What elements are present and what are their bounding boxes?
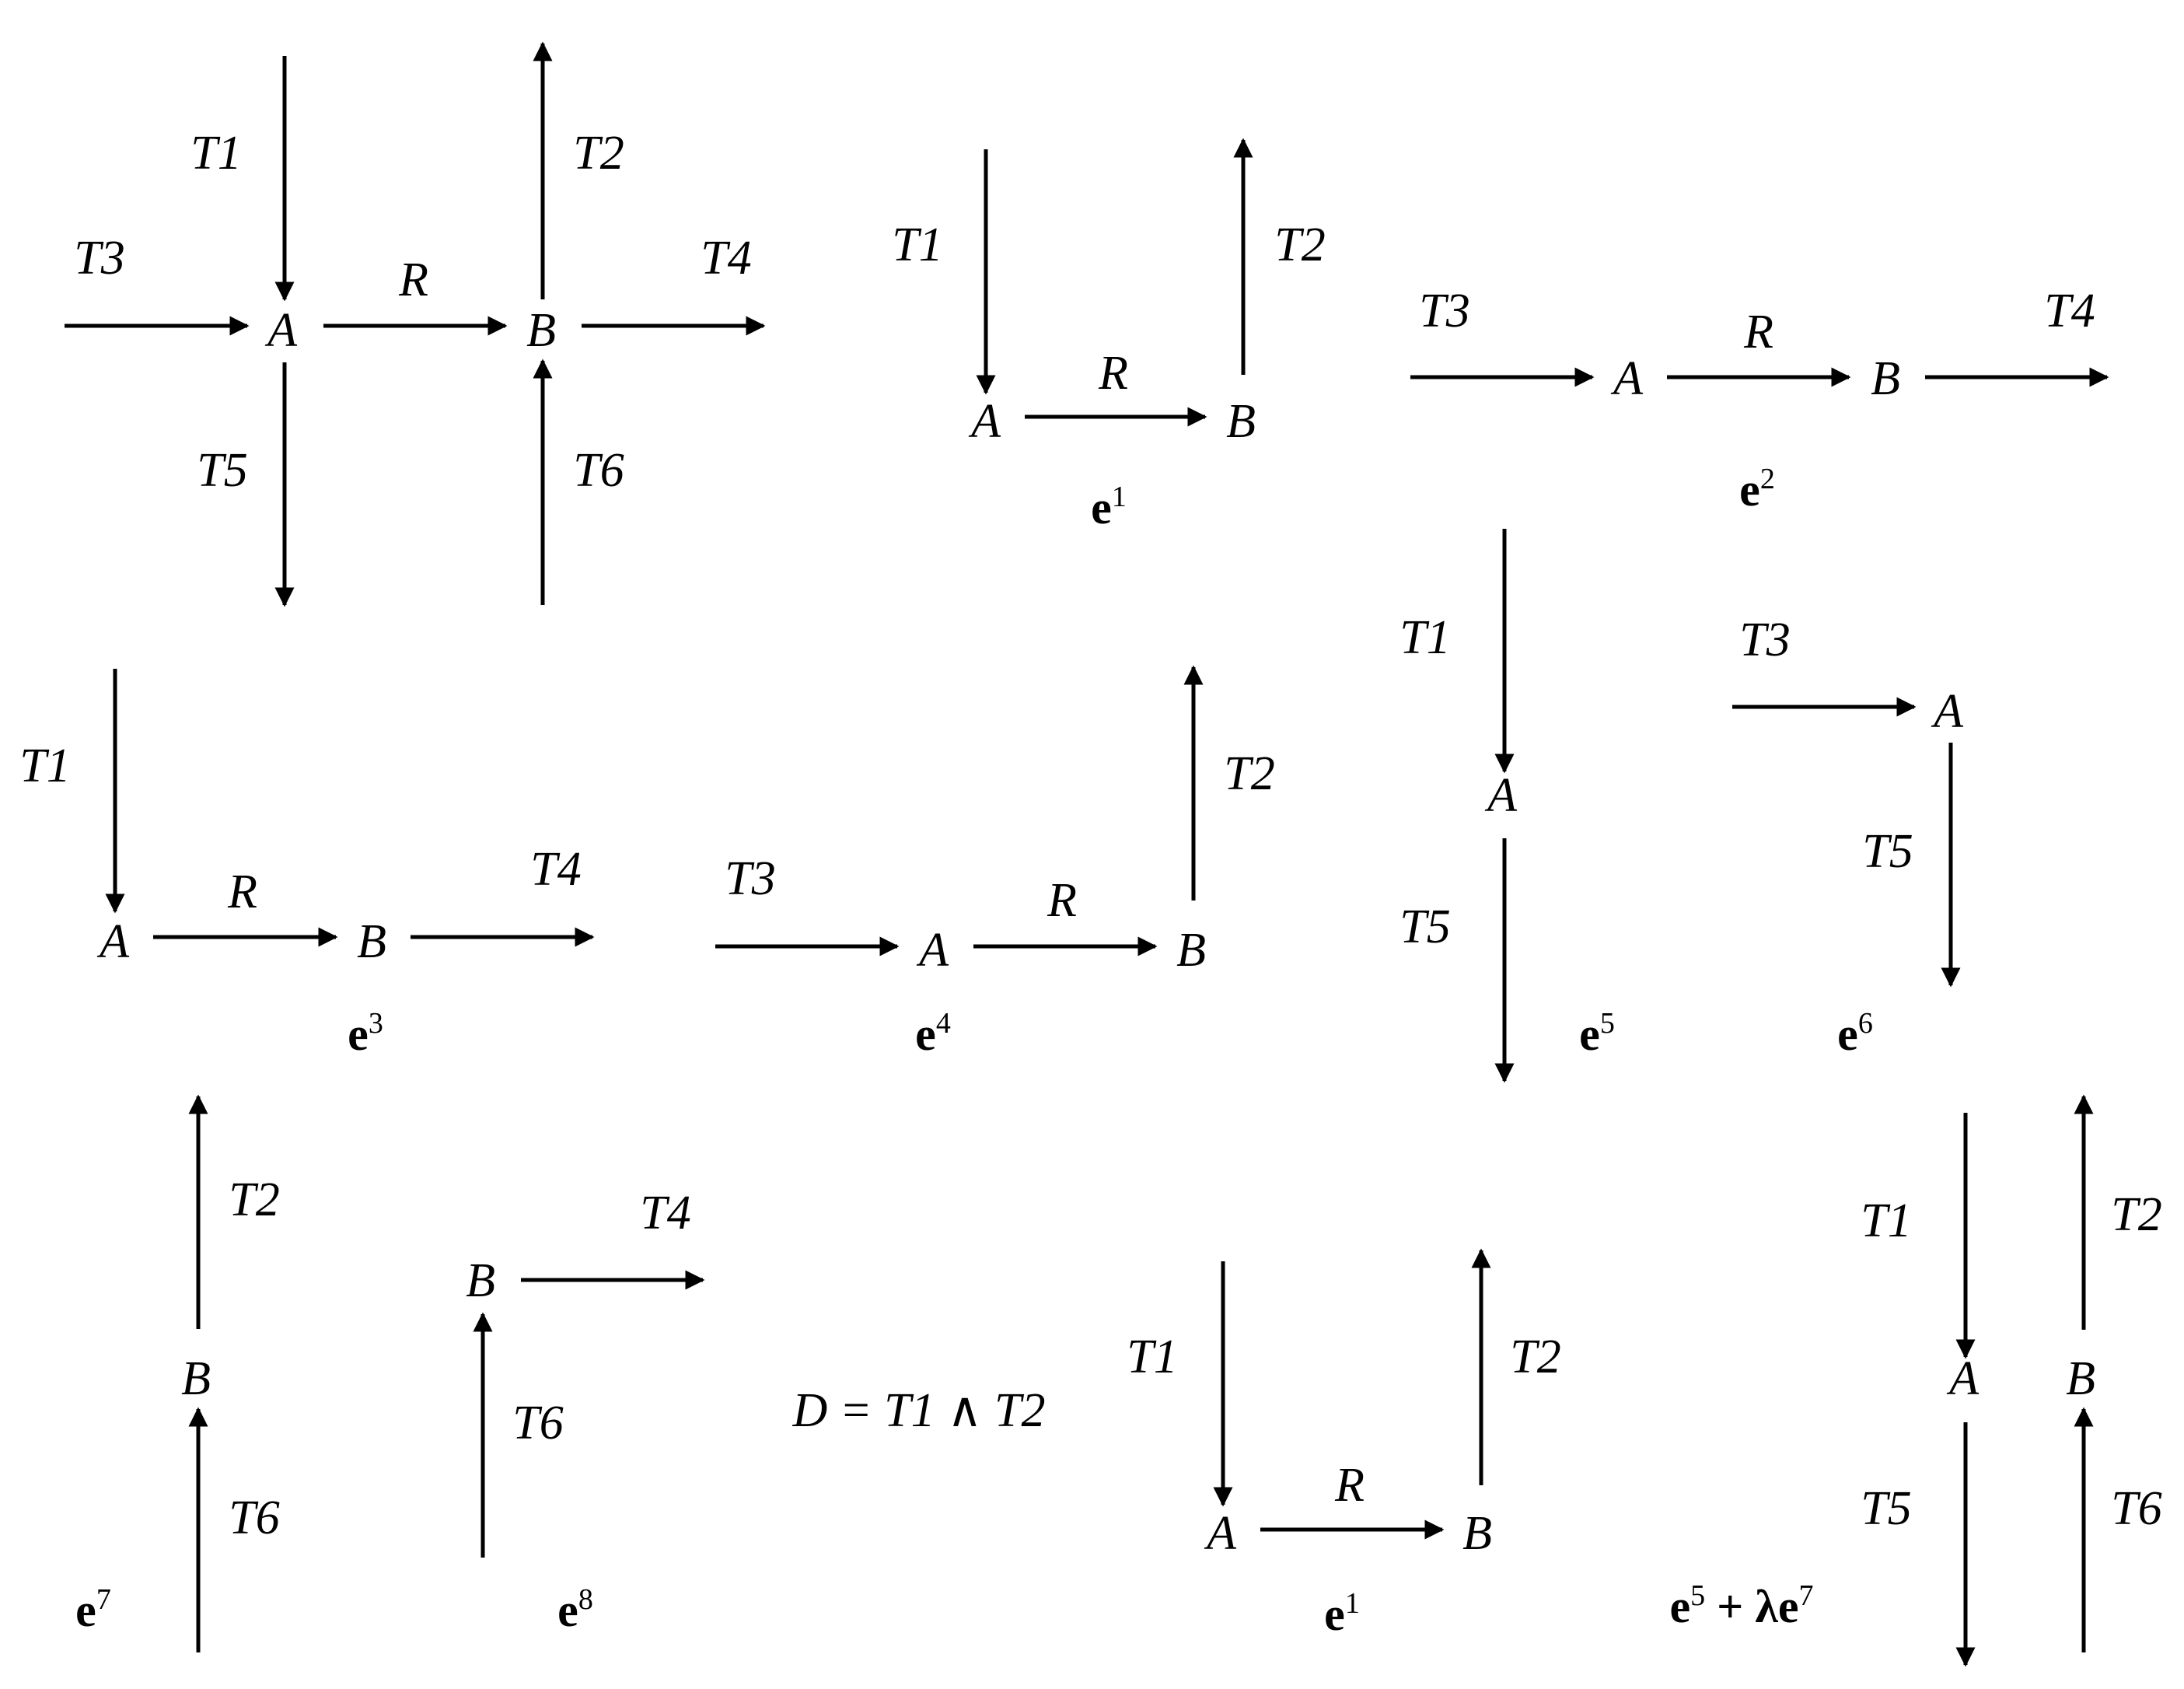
edge-label-t5: T5 bbox=[1862, 825, 1913, 878]
edge-label-t2: T2 bbox=[1274, 219, 1325, 271]
node-A: A bbox=[1204, 1507, 1237, 1560]
diagram-full bbox=[65, 41, 766, 607]
diagram-e1-bottom-labels: T1 T2R A Be1​ bbox=[1127, 1331, 1560, 1640]
edge-label-t2: T2 bbox=[229, 1173, 279, 1226]
diagram-e6 bbox=[1732, 697, 1961, 988]
edge-label-t5: T5 bbox=[197, 444, 247, 497]
edge-label-t3: T3 bbox=[1419, 285, 1469, 337]
formula-d: D = T1 ∧ T2 bbox=[792, 1384, 1046, 1437]
caption-e3: e3​ bbox=[348, 1007, 383, 1060]
diagram-e3 bbox=[105, 669, 595, 947]
edge-label-r: R bbox=[1047, 874, 1077, 927]
diagram-e5-plus-lambda-e7 bbox=[1955, 1094, 2094, 1667]
edge-label-t1: T1 bbox=[190, 127, 241, 180]
edge-label-t2: T2 bbox=[2111, 1188, 2161, 1241]
edge-label-t3: T3 bbox=[1739, 614, 1790, 666]
node-B: B bbox=[466, 1254, 495, 1307]
node-B: B bbox=[1226, 395, 1256, 448]
edge-label-t6: T6 bbox=[229, 1491, 279, 1544]
node-A: A bbox=[96, 915, 130, 968]
caption-e6: e6​ bbox=[1837, 1007, 1873, 1060]
node-B: B bbox=[1176, 924, 1206, 977]
caption-e1-bottom: e1​ bbox=[1324, 1587, 1360, 1640]
edge-label-t1: T1 bbox=[19, 740, 70, 792]
arrows-layer bbox=[65, 41, 2109, 1667]
edge-label-t1: T1 bbox=[892, 219, 942, 271]
edge-label-t6: T6 bbox=[512, 1397, 563, 1449]
node-A: A bbox=[968, 395, 1001, 448]
diagram-e4 bbox=[715, 665, 1204, 956]
edge-label-t6: T6 bbox=[573, 444, 624, 497]
edge-label-r: R bbox=[398, 254, 428, 306]
node-A: A bbox=[1610, 352, 1644, 405]
node-B: B bbox=[2066, 1352, 2095, 1405]
diagram-e8 bbox=[473, 1270, 705, 1558]
node-B: B bbox=[357, 915, 386, 968]
edge-label-t1: T1 bbox=[1861, 1194, 1911, 1247]
diagram-e1-top-labels: T1 T2R A Be1​ bbox=[892, 219, 1325, 533]
node-A: A bbox=[1484, 769, 1518, 822]
edge-label-t4: T4 bbox=[701, 232, 751, 285]
edge-label-t6: T6 bbox=[2111, 1482, 2161, 1535]
edge-label-r: R bbox=[227, 865, 257, 918]
diagram-e4-labels: T3 R T2A Be4​ bbox=[725, 747, 1274, 1060]
labels-layer: T1T2T3T4RT5T6ABT1T2RABe1​T3RT4ABe2​T1RT4… bbox=[19, 127, 2161, 1640]
edge-label-t1: T1 bbox=[1127, 1331, 1177, 1383]
edge-label-r: R bbox=[1098, 347, 1128, 400]
node-A: A bbox=[1931, 685, 1964, 738]
edge-label-t4: T4 bbox=[2044, 285, 2095, 337]
edge-label-t5: T5 bbox=[1861, 1482, 1911, 1535]
caption-e2: e2​ bbox=[1739, 463, 1775, 516]
caption-e8: e8​ bbox=[557, 1583, 593, 1636]
caption-e1-top: e1​ bbox=[1091, 481, 1127, 533]
diagram-e2-labels: T3 R T4A Be2​ bbox=[1419, 285, 2095, 516]
caption-e4: e4​ bbox=[915, 1007, 951, 1060]
edge-label-t2: T2 bbox=[573, 127, 624, 180]
edge-label-t2: T2 bbox=[1510, 1331, 1560, 1383]
edge-label-r: R bbox=[1334, 1459, 1365, 1512]
edge-label-t3: T3 bbox=[725, 852, 775, 905]
caption-e5-plus-lambda-e7: e5​ + λe7​ bbox=[1670, 1579, 1814, 1632]
edge-label-r: R bbox=[1743, 306, 1773, 358]
edge-label-t4: T4 bbox=[640, 1187, 690, 1240]
edge-label-t3: T3 bbox=[74, 232, 124, 285]
node-B: B bbox=[1871, 352, 1900, 405]
node-A: A bbox=[916, 924, 949, 977]
diagram-e1-bottom bbox=[1213, 1248, 1491, 1540]
caption-e7: e7​ bbox=[75, 1583, 111, 1636]
node-B: B bbox=[181, 1352, 211, 1405]
edge-label-t4: T4 bbox=[530, 843, 581, 896]
caption-e5: e5​ bbox=[1579, 1007, 1615, 1060]
node-A: A bbox=[264, 304, 298, 357]
edge-label-t1: T1 bbox=[1400, 611, 1450, 664]
diagram-e1-top bbox=[976, 138, 1253, 427]
edge-label-t5: T5 bbox=[1400, 900, 1450, 953]
diagram-e3-labels: T1R T4A Be3​ bbox=[19, 740, 581, 1060]
node-B: B bbox=[526, 304, 556, 357]
node-A: A bbox=[1946, 1352, 1980, 1405]
node-B: B bbox=[1462, 1507, 1492, 1560]
edge-label-t2: T2 bbox=[1224, 747, 1274, 800]
